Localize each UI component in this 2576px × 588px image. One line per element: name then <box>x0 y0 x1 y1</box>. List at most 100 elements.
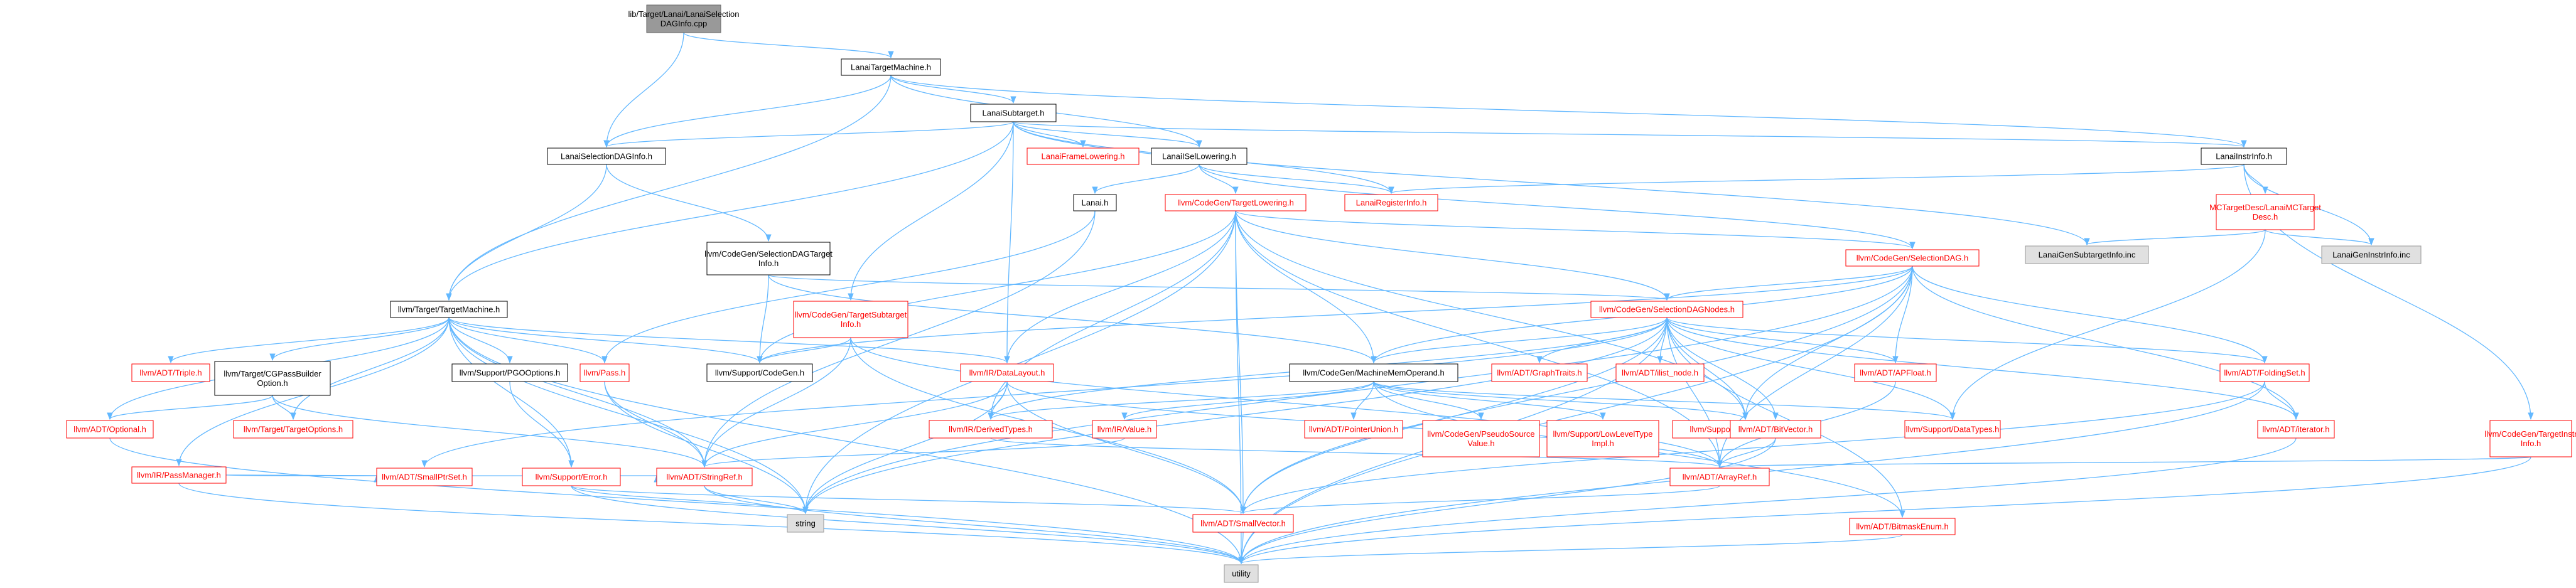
edge-tlower-to-datalayout <box>1004 210 1236 364</box>
node-pass[interactable]: llvm/Pass.h <box>579 363 630 382</box>
node-value[interactable]: llvm/IR/Value.h <box>1092 420 1157 439</box>
node-instrinfo[interactable]: LanaiInstrInfo.h <box>2201 147 2287 165</box>
node-label: LanaiGenSubtargetInfo.inc <box>2039 250 2136 260</box>
node-label: LanaiSubtarget.h <box>982 109 1044 118</box>
node-apfloat[interactable]: llvm/ADT/APFloat.h <box>1854 363 1937 382</box>
node-isellow[interactable]: LanaiISelLowering.h <box>1151 147 1248 165</box>
node-label: Info.h <box>758 259 779 268</box>
node-label: Info.h <box>2521 439 2541 448</box>
node-bitmask[interactable]: llvm/ADT/BitmaskEnum.h <box>1849 518 1956 535</box>
node-gensub[interactable]: LanaiGenSubtargetInfo.inc <box>2025 245 2149 264</box>
node-bitvector[interactable]: llvm/ADT/BitVector.h <box>1730 420 1821 439</box>
edge-error-to-smallvec <box>571 485 1246 515</box>
edge-lanai_h-to-stringref <box>701 210 1096 468</box>
node-box <box>233 420 353 439</box>
node-iterator[interactable]: llvm/ADT/iterator.h <box>2257 420 2335 439</box>
node-tm_h[interactable]: LanaiTargetMachine.h <box>841 58 941 76</box>
node-optional[interactable]: llvm/ADT/Optional.h <box>66 420 154 439</box>
edge-cgpass-to-stringref <box>272 395 708 468</box>
node-label: llvm/Support/PGOOptions.h <box>460 368 560 378</box>
node-sdnodes[interactable]: llvm/CodeGen/SelectionDAGNodes.h <box>1590 301 1743 318</box>
edge-mmo-to-derived <box>988 381 1374 420</box>
edge-tsubinfo-to-stringref <box>701 337 851 468</box>
node-datalayout[interactable]: llvm/IR/DataLayout.h <box>960 363 1054 382</box>
node-label: llvm/ADT/SmallVector.h <box>1200 519 1286 528</box>
node-root[interactable]: lib/Target/Lanai/LanaiSelectionDAGInfo.c… <box>628 4 740 33</box>
node-pgo[interactable]: llvm/Support/PGOOptions.h <box>451 363 568 382</box>
edge-tlower-to-seldag <box>1235 210 1916 250</box>
node-box <box>522 468 621 486</box>
node-ptrunion[interactable]: llvm/ADT/PointerUnion.h <box>1304 420 1403 439</box>
node-sub_h[interactable]: LanaiSubtarget.h <box>970 104 1057 122</box>
node-label: LanaiInstrInfo.h <box>2216 152 2272 161</box>
node-utility[interactable]: utility <box>1224 564 1259 583</box>
node-label: llvm/ADT/ArrayRef.h <box>1683 473 1757 482</box>
node-error[interactable]: llvm/Support/Error.h <box>522 468 621 486</box>
edge-ttm-to-error <box>448 317 574 468</box>
edge-root-to-tm_h <box>683 32 894 59</box>
node-label: llvm/Support/CodeGen.h <box>715 368 804 378</box>
edge-seldag-to-apfloat <box>1892 265 1913 364</box>
edge-foldingset-to-smallvec <box>1240 381 2265 515</box>
edge-mctdesc-to-geninstr <box>2265 229 2374 246</box>
node-label: llvm/Support/Error.h <box>536 473 608 482</box>
edge-isellow-to-lanai_h <box>1092 164 1200 195</box>
node-geninstr[interactable]: LanaiGenInstrInfo.inc <box>2321 245 2422 264</box>
edge-tlower-to-smallvec <box>1235 210 1246 515</box>
edge-derived-to-arrayref <box>990 437 1723 468</box>
node-label: Value.h <box>1467 439 1494 448</box>
node-box <box>1904 420 2001 439</box>
node-ilist[interactable]: llvm/ADT/ilist_node.h <box>1615 363 1705 382</box>
node-foldingset[interactable]: llvm/ADT/FoldingSet.h <box>2219 363 2310 382</box>
node-box <box>656 468 753 486</box>
node-box <box>1669 468 1770 486</box>
node-arrayref[interactable]: llvm/ADT/ArrayRef.h <box>1669 468 1770 486</box>
node-codegen[interactable]: llvm/Support/CodeGen.h <box>706 363 813 382</box>
node-box <box>960 363 1054 382</box>
node-triple[interactable]: llvm/ADT/Triple.h <box>131 363 210 382</box>
node-stringref[interactable]: llvm/ADT/StringRef.h <box>656 468 753 486</box>
node-mmo[interactable]: llvm/CodeGen/MachineMemOperand.h <box>1289 363 1458 382</box>
node-label: Lanai.h <box>1082 198 1109 208</box>
node-reginfo[interactable]: LanaiRegisterInfo.h <box>1344 194 1438 211</box>
node-label: llvm/ADT/Triple.h <box>139 368 202 378</box>
node-seldag[interactable]: llvm/CodeGen/SelectionDAG.h <box>1845 249 1980 267</box>
node-framelow[interactable]: LanaiFrameLowering.h <box>1027 147 1140 165</box>
node-topts[interactable]: llvm/Target/TargetOptions.h <box>233 420 353 439</box>
node-smallptr[interactable]: llvm/ADT/SmallPtrSet.h <box>376 468 473 486</box>
node-passmgr[interactable]: llvm/IR/PassManager.h <box>131 466 227 484</box>
node-datatypes[interactable]: llvm/Support/DataTypes.h <box>1904 420 2001 439</box>
node-label: llvm/CodeGen/SelectionDAG.h <box>1857 254 1968 263</box>
edge-tlower-to-sdnodes <box>1235 210 1670 301</box>
node-label: MCTargetDesc/LanaiMCTarget <box>2209 203 2321 212</box>
edge-mmo-to-psv <box>1373 381 1484 420</box>
edge-sub_h-to-gensub <box>1013 121 2090 246</box>
node-tlower[interactable]: llvm/CodeGen/TargetLowering.h <box>1165 194 1307 211</box>
node-label: string <box>795 519 816 528</box>
node-ttm[interactable]: llvm/Target/TargetMachine.h <box>390 301 508 318</box>
edge-tm_h-to-sub_h <box>890 75 1016 104</box>
node-string[interactable]: string <box>787 514 824 533</box>
node-label: llvm/CodeGen/SelectionDAGTarget <box>704 249 833 259</box>
edge-datalayout-to-smallvec <box>1006 381 1246 515</box>
edge-tgtinstr-to-arrayref <box>1718 456 2531 468</box>
node-label: llvm/Target/TargetOptions.h <box>244 425 343 434</box>
node-graphtraits[interactable]: llvm/ADT/GraphTraits.h <box>1491 363 1588 382</box>
node-smallvec[interactable]: llvm/ADT/SmallVector.h <box>1192 514 1294 533</box>
edge-sub_h-to-sdinfo_h <box>603 121 1014 148</box>
node-box <box>1546 420 1659 457</box>
edge-isellow-to-seldag <box>1199 164 1916 250</box>
node-label: lib/Target/Lanai/LanaiSelection <box>628 9 739 19</box>
node-box <box>1192 514 1294 533</box>
node-derived[interactable]: llvm/IR/DerivedTypes.h <box>929 420 1053 439</box>
node-lanai_h[interactable]: Lanai.h <box>1073 194 1117 211</box>
node-label: Option.h <box>257 378 288 388</box>
node-sdinfo_h[interactable]: LanaiSelectionDAGInfo.h <box>547 147 666 165</box>
